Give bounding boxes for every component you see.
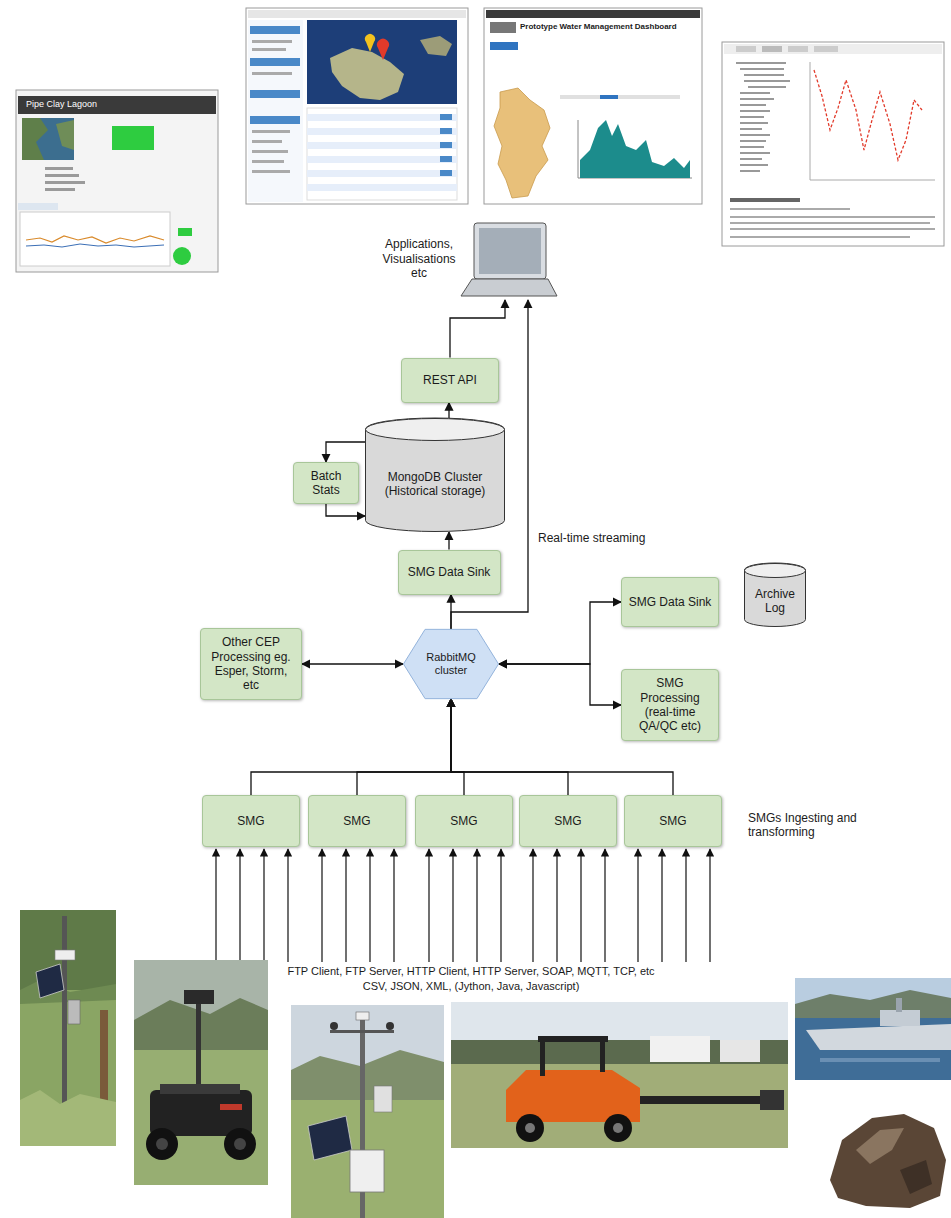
connector xyxy=(499,664,621,705)
node-text: SMG xyxy=(629,814,717,828)
protocol-list: FTP Client, FTP Server, HTTP Client, HTT… xyxy=(231,965,711,978)
gateway-box: SMG xyxy=(519,795,617,847)
api-box: REST API xyxy=(401,358,499,403)
laptop-base xyxy=(461,279,557,296)
process-box: Batch Stats xyxy=(293,462,359,504)
photo xyxy=(291,1005,444,1218)
queue-hexagon: RabbitMQ cluster xyxy=(403,629,499,699)
connector xyxy=(302,663,403,664)
screen-title: Pipe Clay Lagoon xyxy=(26,99,186,110)
node-label: Applications, Visualisations etc xyxy=(378,237,460,280)
cylinder-body xyxy=(366,418,505,532)
cylinder-body xyxy=(745,563,806,627)
node-text: REST API xyxy=(406,373,494,387)
screen-title: Prototype Water Management Dashboard xyxy=(520,22,698,32)
connector xyxy=(251,699,451,795)
connector xyxy=(326,504,365,516)
connector xyxy=(450,595,451,630)
photo xyxy=(134,960,268,1185)
laptop-screen xyxy=(474,223,546,279)
node-text: RabbitMQ cluster xyxy=(415,651,487,677)
connector xyxy=(448,532,449,550)
client-laptop: Applications, Visualisations etc xyxy=(378,218,558,300)
node-text: Batch Stats xyxy=(297,469,355,498)
gateway-box: SMG xyxy=(415,795,513,847)
process-box: Other CEP Processing eg. Esper, Storm, e… xyxy=(200,628,302,700)
node-text: SMG Data Sink xyxy=(403,565,496,579)
screenshot xyxy=(246,8,468,204)
node-text: SMG xyxy=(207,814,295,828)
node-text: MongoDB Cluster (Historical storage) xyxy=(371,470,499,499)
node-text: SMG Processing (real-time QA/QC etc) xyxy=(626,676,714,734)
node-text: SMG Data Sink xyxy=(626,595,714,609)
photo xyxy=(451,1002,788,1148)
input-arrows xyxy=(216,849,710,962)
connector xyxy=(448,403,449,419)
edge-label: Real-time streaming xyxy=(536,531,647,545)
cylinder-top xyxy=(745,564,806,578)
connector xyxy=(326,442,365,462)
node-text: SMG xyxy=(313,814,401,828)
gateway-box: SMG xyxy=(308,795,406,847)
screenshot xyxy=(484,8,702,204)
process-box: SMG Processing (real-time QA/QC etc) xyxy=(621,669,719,741)
sink-box: SMG Data Sink xyxy=(621,577,719,627)
connector xyxy=(450,300,505,358)
photo xyxy=(20,910,116,1146)
gateway-box: SMG xyxy=(624,795,722,847)
photo xyxy=(830,1114,946,1208)
database-cylinder: MongoDB Cluster (Historical storage) xyxy=(365,418,505,532)
cylinder-top xyxy=(366,419,505,441)
photo xyxy=(795,978,951,1080)
hexagon-shape xyxy=(403,629,498,698)
node-text: SMG xyxy=(524,814,612,828)
gateway-box: SMG xyxy=(202,795,300,847)
node-text: Other CEP Processing eg. Esper, Storm, e… xyxy=(205,635,297,693)
archive-cylinder: Archive Log xyxy=(744,563,806,627)
stage-note: SMGs Ingesting and transforming xyxy=(748,811,863,840)
connector xyxy=(451,699,464,795)
node-text: SMG xyxy=(420,814,508,828)
connector xyxy=(499,602,621,664)
node-text: Archive Log xyxy=(747,587,803,616)
format-list: CSV, JSON, XML, (Jython, Java, Javascrip… xyxy=(231,980,711,993)
connector xyxy=(357,699,451,795)
connector xyxy=(451,699,568,795)
laptop-icon xyxy=(460,219,558,299)
sink-box: SMG Data Sink xyxy=(398,550,501,595)
screenshot xyxy=(722,42,944,246)
laptop-display xyxy=(479,228,541,274)
screenshot xyxy=(16,90,218,272)
